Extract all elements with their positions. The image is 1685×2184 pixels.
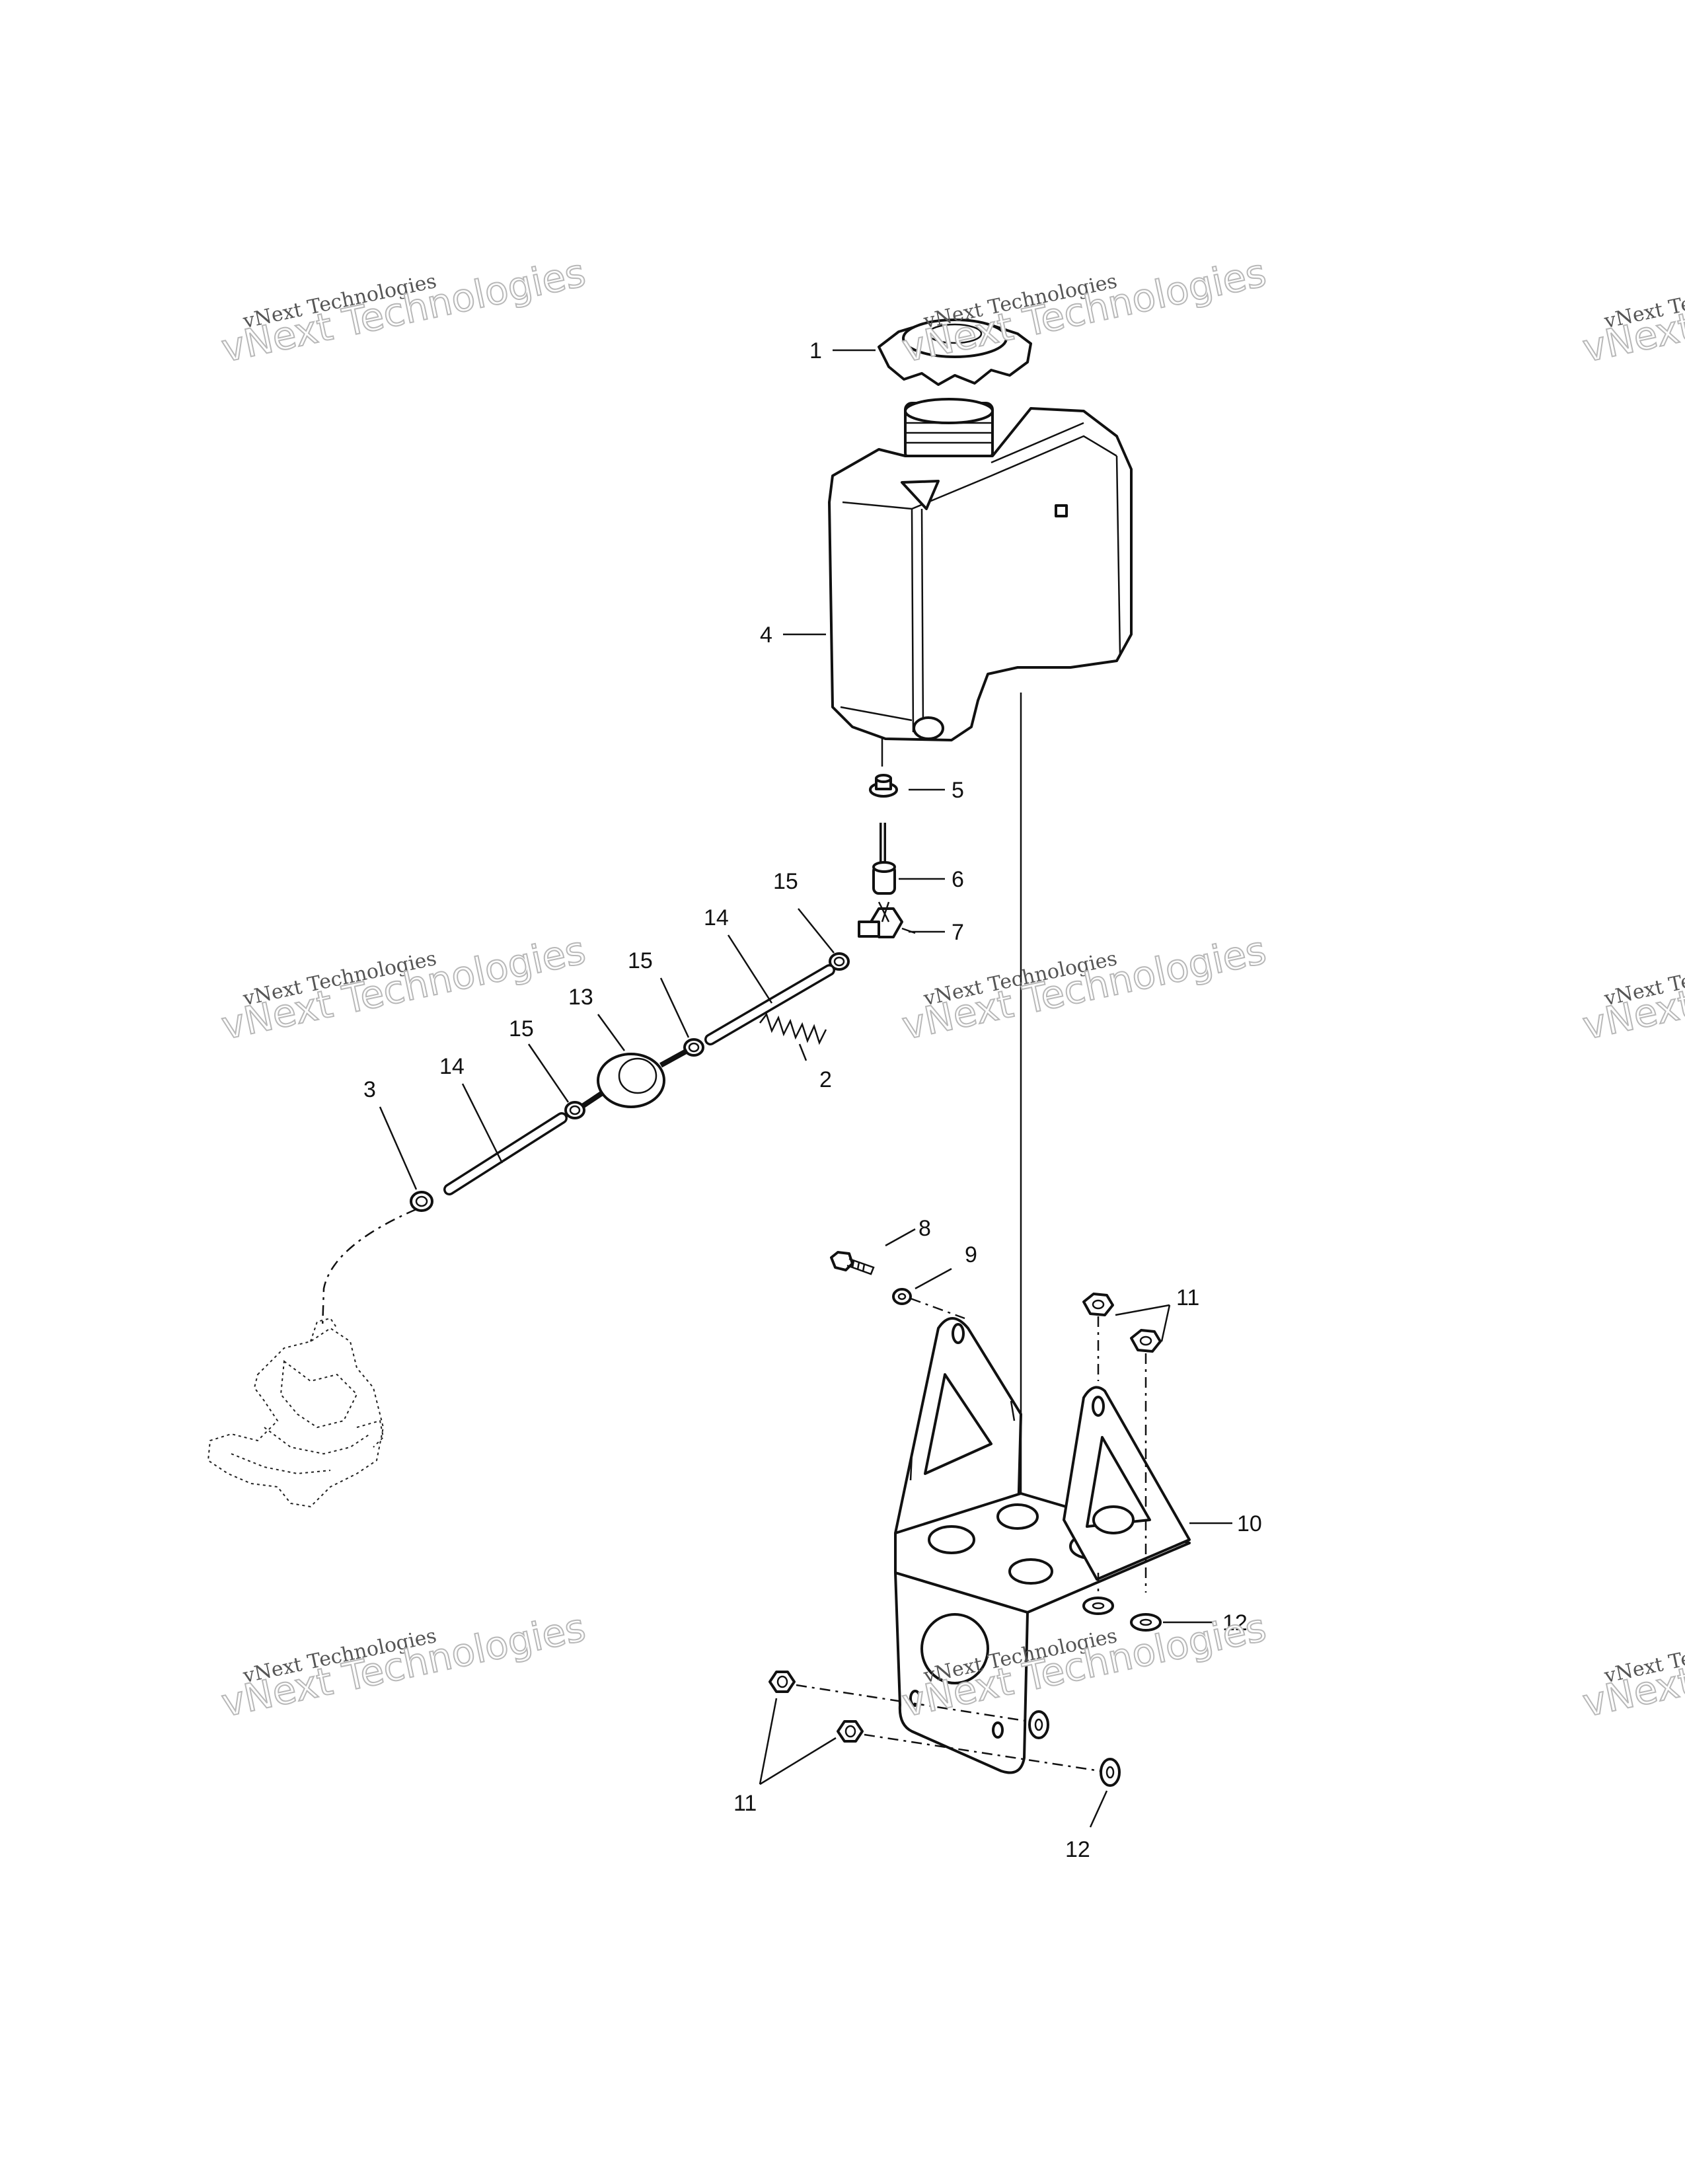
part-washer-12-c: [1028, 1710, 1049, 1739]
callout-1: 1: [809, 338, 822, 363]
part-connector: [872, 861, 896, 895]
callout-4: 4: [760, 622, 772, 648]
callout-12-a: 12: [1222, 1610, 1248, 1636]
axis-nut-bottom-a: [796, 1684, 1030, 1723]
part-clamp-middle: [683, 1038, 704, 1057]
callout-3: 3: [363, 1077, 376, 1102]
part-nut-top-b: [1130, 1329, 1162, 1353]
axis-nut-bottom-b: [864, 1733, 1101, 1772]
callout-6: 6: [952, 867, 964, 892]
part-washer-12-a: [1082, 1597, 1114, 1615]
bolt-axis-line: [910, 1297, 965, 1320]
part-oil-tank: [828, 398, 1133, 767]
callout-15-a: 15: [773, 869, 798, 894]
callout-7: 7: [952, 920, 964, 945]
part-fuel-filter: [580, 1048, 689, 1110]
callout-2: 2: [819, 1067, 832, 1092]
part-spring: [759, 1012, 827, 1045]
part-bolt: [830, 1251, 875, 1275]
part-clamp-end: [410, 1191, 433, 1212]
part-nut-bottom-b: [837, 1720, 864, 1743]
part-hose-upper: [704, 964, 835, 1045]
part-nut-bottom-a: [768, 1671, 796, 1693]
part-oil-pump-phantom: [207, 1208, 417, 1508]
callout-10: 10: [1237, 1511, 1262, 1536]
leader-lines: [379, 349, 1232, 1828]
callout-5: 5: [952, 778, 964, 803]
callout-15-b: 15: [628, 948, 653, 973]
callout-14-a: 14: [704, 905, 729, 930]
part-mounting-bracket: [894, 1317, 1191, 1774]
part-hose-lower: [443, 1112, 568, 1195]
part-washer-12-d: [1100, 1758, 1121, 1787]
callout-13: 13: [568, 985, 593, 1010]
callout-15-c: 15: [509, 1016, 534, 1041]
alignment-arrow: [1016, 693, 1026, 1510]
part-clamp-upper: [829, 952, 850, 971]
part-tank-cap: [878, 319, 1032, 386]
callout-11-b: 11: [733, 1791, 757, 1816]
part-washer-9: [892, 1288, 912, 1305]
callout-numbers: 1 4 5 6 7 15 14 15 13 15 14 3 2 8 9 11 1…: [363, 338, 1262, 1862]
callout-12-b: 12: [1065, 1837, 1090, 1862]
part-clamp-lower: [564, 1101, 585, 1119]
callout-11-a: 11: [1176, 1285, 1199, 1310]
part-grommet: [869, 774, 898, 798]
part-nut-top-a: [1082, 1293, 1114, 1316]
callout-14-b: 14: [439, 1054, 465, 1079]
callout-8: 8: [918, 1216, 931, 1241]
part-washer-12-b: [1130, 1613, 1162, 1632]
part-elbow-valve: [858, 901, 916, 938]
callout-9: 9: [965, 1242, 977, 1267]
